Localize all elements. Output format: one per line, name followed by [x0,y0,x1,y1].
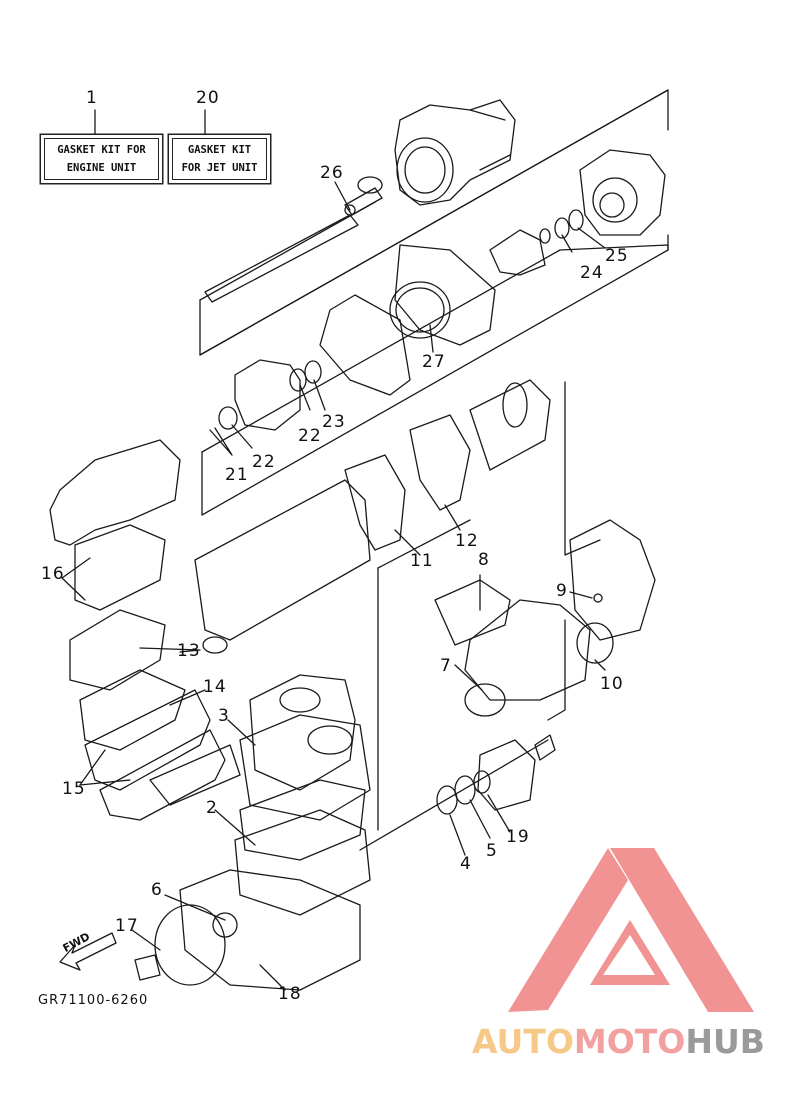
kit-line-1: GASKET KIT [187,144,252,156]
callout-4: 4 [460,854,472,874]
callout-17: 17 [115,916,139,936]
callout-14: 14 [203,677,227,697]
callout-7: 7 [440,656,452,676]
callout-27: 27 [422,352,446,372]
callout-23: 23 [322,412,346,432]
jet-pump-housing [394,99,516,206]
engine-gasket-kit-label: GASKET KIT FOR ENGINE UNIT [44,138,159,180]
fwd-arrow [59,932,117,971]
callout-8: 8 [478,550,490,570]
watermark-logo [508,848,754,1012]
exhaust-chamber [434,519,656,717]
diagram-code: GR71100-6260 [38,993,149,1008]
impeller [489,229,546,276]
callout-25: 25 [605,246,629,266]
callout-6: 6 [151,880,163,900]
crankcase [134,869,361,991]
kit-line-2: FOR JET UNIT [181,162,258,174]
callout-12: 12 [455,531,479,551]
intake-assembly [69,524,241,821]
kit-line-1: GASKET KIT FOR [57,144,146,156]
callout-13: 13 [177,641,201,661]
callout-10: 10 [600,674,624,694]
callout-20: 20 [196,88,220,108]
exhaust-pipe [49,439,371,654]
callout-18: 18 [278,984,302,1004]
coupling [436,734,556,815]
callout-22b: 22 [298,426,322,446]
callout-11: 11 [410,551,434,571]
callout-22a: 22 [252,452,276,472]
callout-19: 19 [506,827,530,847]
drive-shaft [204,176,383,303]
jet-gasket-kit-label: GASKET KIT FOR JET UNIT [172,138,267,180]
kit-line-2: ENGINE UNIT [66,162,137,174]
callout-2: 2 [206,798,218,818]
callout-3: 3 [218,706,230,726]
impeller-housing [579,149,666,236]
callout-15: 15 [62,779,86,799]
callout-9: 9 [556,581,568,601]
engine-block [234,674,371,916]
jet-duct [319,244,496,396]
callout-5: 5 [486,841,498,861]
callout-1: 1 [86,88,98,108]
callout-21: 21 [225,465,249,485]
callout-16: 16 [41,564,65,584]
watermark-text: AUTOMOTOHUB [472,1022,765,1061]
watermark-moto: MOTO [573,1022,686,1061]
exhaust-gaskets [344,379,551,551]
bearing-housing [218,359,322,431]
watermark-hub: HUB [685,1022,765,1061]
callout-24: 24 [580,263,604,283]
watermark-auto: AUTO [472,1022,574,1061]
callout-26: 26 [320,163,344,183]
